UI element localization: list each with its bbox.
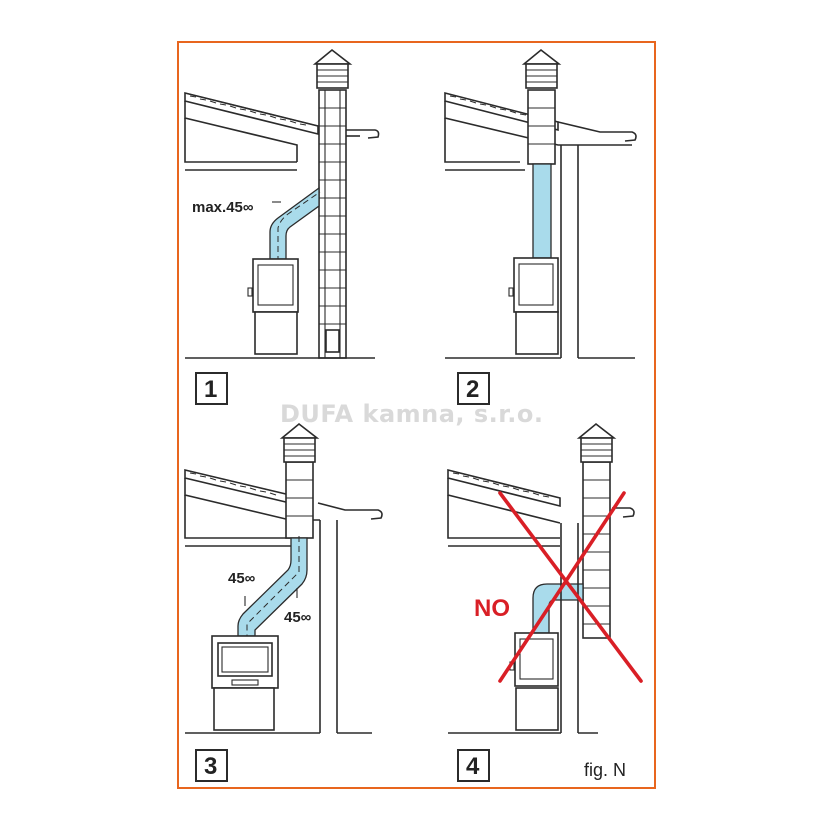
figure-label: fig. N <box>584 760 626 780</box>
panel-1: max.45∞ 1 <box>184 48 380 405</box>
panel-number-box-4 <box>457 749 490 782</box>
stove <box>513 257 559 313</box>
flue-pipe <box>269 186 320 260</box>
watermark: DUFA kamna, s.r.o. <box>280 400 543 428</box>
stove <box>252 258 299 313</box>
angle-label-45-lower: 45∞ <box>284 609 312 626</box>
panel-2: 2 <box>444 48 637 405</box>
panel-number-2: 2 <box>466 376 479 403</box>
panel-4: NO 4 <box>447 422 643 782</box>
panel-number-4: 4 <box>466 753 480 780</box>
angle-label-max45: max.45∞ <box>192 199 254 216</box>
flue-pipe <box>532 163 552 259</box>
stove <box>514 632 559 687</box>
chimney <box>318 89 347 359</box>
panel-number-1: 1 <box>204 376 217 403</box>
angle-label-45-upper: 45∞ <box>228 570 256 587</box>
no-label: NO <box>474 595 510 622</box>
panel-number-box-2 <box>457 372 490 405</box>
stove <box>211 635 279 689</box>
panel-3: 45∞ 45∞ 3 <box>184 422 383 782</box>
prohibited-cross <box>498 491 643 683</box>
panel-number-box-3 <box>195 749 228 782</box>
prohibited-cross-2 <box>498 491 626 683</box>
chimney <box>285 461 314 539</box>
panel-number-box-1 <box>195 372 228 405</box>
panel-number-3: 3 <box>204 753 217 780</box>
chimney <box>527 89 556 165</box>
figure-border <box>177 41 656 789</box>
flue-pipe <box>237 537 308 637</box>
